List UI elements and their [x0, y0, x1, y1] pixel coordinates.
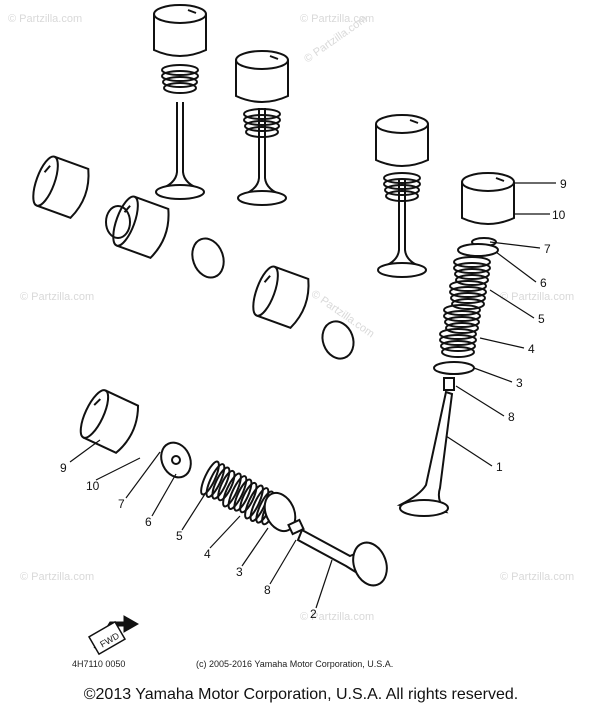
valve-assembly-top-right	[375, 114, 429, 278]
watermark-right: © Partzilla.com	[500, 291, 574, 303]
lifter-left-tilted-1	[27, 152, 95, 221]
watermark-bottom-mid: © Partzilla.com	[300, 611, 374, 623]
callout-lower-9: 9	[60, 461, 67, 475]
lifter-middle-tilted	[247, 262, 315, 331]
callout-lower-6: 6	[145, 515, 152, 529]
valve-assembly-exploded-lower	[74, 385, 388, 587]
valve-assembly-top-left	[153, 4, 207, 200]
lifter-left-tilted-2	[107, 192, 175, 261]
callout-lower-2: 2	[310, 607, 317, 621]
valve-head-middle	[321, 320, 355, 360]
valve-head-left	[191, 237, 225, 279]
callout-lower-8: 8	[264, 583, 271, 597]
watermark-left: © Partzilla.com	[20, 291, 94, 303]
callout-upper-9: 9	[560, 177, 567, 191]
callout-upper-3: 3	[516, 376, 523, 390]
callout-upper-1: 1	[496, 460, 503, 474]
watermark-top-left: © Partzilla.com	[8, 13, 82, 25]
callout-upper-5: 5	[538, 312, 545, 326]
copyright-footer: ©2013 Yamaha Motor Corporation, U.S.A. A…	[83, 686, 519, 703]
watermark-bottom-left: © Partzilla.com	[20, 571, 94, 583]
callout-lower-7: 7	[118, 497, 125, 511]
fwd-arrow: FWD	[87, 615, 140, 656]
callout-upper-4: 4	[528, 342, 535, 356]
callouts-upper: 9 10 7 6 5 4 3 8 1	[496, 177, 567, 474]
valve-assembly-exploded-right	[396, 172, 515, 517]
callout-upper-10: 10	[552, 208, 566, 222]
callout-upper-6: 6	[540, 276, 547, 290]
watermark-bottom-right: © Partzilla.com	[500, 571, 574, 583]
callout-upper-7: 7	[544, 242, 551, 256]
callout-lower-5: 5	[176, 529, 183, 543]
valve-assembly-top-mid	[235, 50, 289, 206]
callout-lower-3: 3	[236, 565, 243, 579]
inner-copyright: (c) 2005-2016 Yamaha Motor Corporation, …	[196, 659, 393, 669]
leader-lines-lower	[69, 439, 333, 609]
callout-upper-8: 8	[508, 410, 515, 424]
callouts-lower: 9 10 7 6 5 4 3 8 2	[60, 461, 317, 621]
callout-lower-10: 10	[86, 479, 100, 493]
callout-lower-4: 4	[204, 547, 211, 561]
leader-lines-upper	[445, 182, 556, 467]
watermark-top-mid: © Partzilla.com	[300, 13, 374, 25]
part-code: 4H7110 0050	[72, 659, 125, 669]
